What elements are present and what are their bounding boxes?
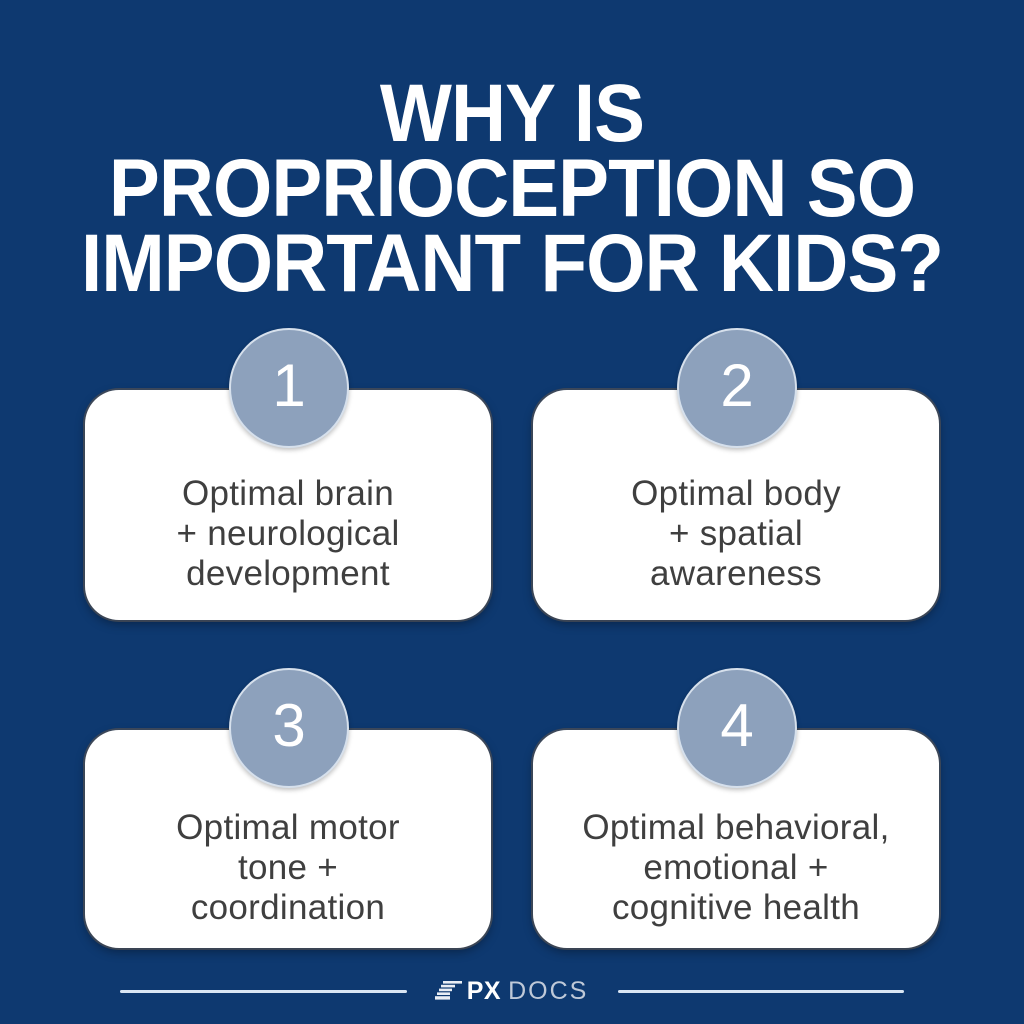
card-text-line: + spatial	[668, 514, 804, 553]
card-1-text: Optimal brain + neurological development	[176, 474, 399, 594]
card-2-number-badge: 2	[677, 328, 797, 448]
card-4-text: Optimal behavioral, emotional + cognitiv…	[582, 808, 889, 928]
card-text-line: awareness	[650, 554, 822, 593]
card-2-text: Optimal body + spatial awareness	[631, 474, 841, 594]
stacked-lines-icon	[434, 980, 462, 1000]
brand-logo: PX DOCS	[434, 976, 589, 1006]
card-3-text: Optimal motor tone + coordination	[176, 808, 400, 928]
card-text-line: Optimal motor	[176, 808, 400, 847]
card-text-line: emotional +	[643, 848, 829, 887]
badge-number: 3	[272, 692, 306, 759]
divider-left	[119, 989, 407, 993]
card-1-number-badge: 1	[229, 328, 349, 448]
card-text-line: tone +	[237, 848, 339, 887]
card-4-number-badge: 4	[677, 668, 797, 788]
badge-number: 4	[720, 692, 754, 759]
card-text-line: + neurological	[176, 514, 400, 553]
card-text-line: Optimal body	[631, 474, 841, 513]
badge-number: 1	[272, 352, 306, 419]
card-text-line: Optimal brain	[181, 474, 395, 513]
card-text-line: Optimal behavioral,	[582, 808, 890, 847]
card-text-line: coordination	[190, 888, 386, 927]
card-3-number-badge: 3	[229, 668, 349, 788]
brand-name-light: DOCS	[508, 976, 589, 1005]
footer: PX DOCS	[0, 974, 1024, 1008]
title-line-3: IMPORTANT FOR KIDS?	[80, 218, 944, 309]
brand-name-bold: PX	[466, 976, 502, 1005]
card-text-line: development	[186, 554, 390, 593]
card-text-line: cognitive health	[611, 888, 860, 927]
title-line-2: PROPRIOCEPTION SO	[108, 143, 916, 234]
page-title: WHY IS PROPRIOCEPTION SO IMPORTANT FOR K…	[36, 68, 988, 309]
divider-right	[618, 989, 905, 993]
badge-number: 2	[720, 352, 754, 419]
title-line-1: WHY IS	[379, 68, 645, 159]
